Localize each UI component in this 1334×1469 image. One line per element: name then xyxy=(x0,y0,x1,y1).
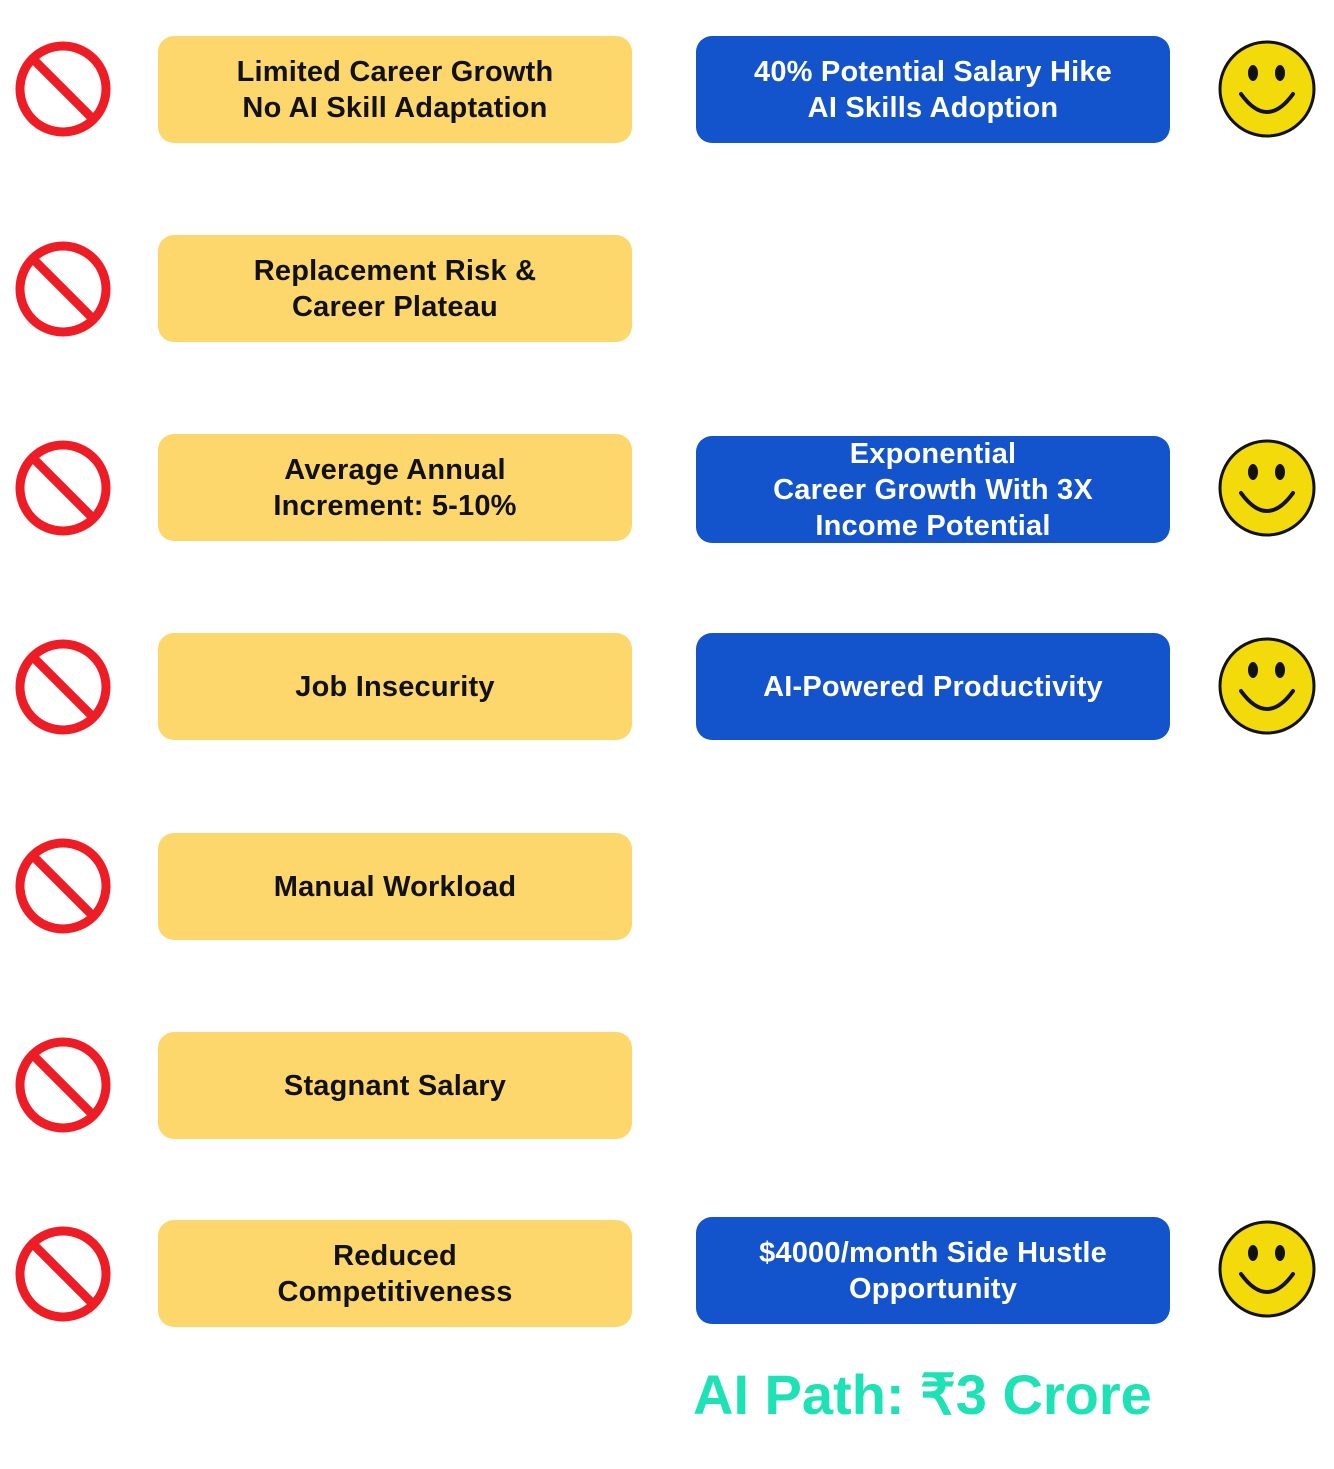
con-line: Reduced xyxy=(333,1239,457,1272)
pro-line: AI-Powered Productivity xyxy=(763,670,1103,703)
con-line: No AI Skill Adaptation xyxy=(242,91,548,124)
pro-line: Exponential xyxy=(849,437,1017,470)
no-entry-icon xyxy=(14,837,112,935)
pro-box-exponential-growth: Exponential Career Growth With 3X Income… xyxy=(696,436,1170,543)
con-box-stagnant-salary: Stagnant Salary xyxy=(158,1032,632,1139)
con-box-job-insecurity: Job Insecurity xyxy=(158,633,632,740)
no-entry-icon xyxy=(14,1036,112,1134)
no-entry-icon xyxy=(14,40,112,138)
no-entry-icon xyxy=(14,240,112,338)
con-box-limited-career-growth: Limited Career Growth No AI Skill Adapta… xyxy=(158,36,632,143)
con-line: Career Plateau xyxy=(292,290,498,323)
con-line: Average Annual xyxy=(284,453,506,486)
pro-box-salary-hike: 40% Potential Salary Hike AI Skills Adop… xyxy=(696,36,1170,143)
con-line: Increment: 5-10% xyxy=(273,489,517,522)
con-box-manual-workload: Manual Workload xyxy=(158,833,632,940)
con-box-reduced-competitiveness: Reduced Competitiveness xyxy=(158,1220,632,1327)
ai-path-total: AI Path: ₹3 Crore xyxy=(693,1363,1152,1426)
con-line: Replacement Risk & xyxy=(253,254,537,287)
pro-box-side-hustle: $4000/month Side Hustle Opportunity xyxy=(696,1217,1170,1324)
pro-line: 40% Potential Salary Hike xyxy=(754,55,1112,88)
pro-box-ai-productivity: AI-Powered Productivity xyxy=(696,633,1170,740)
pro-line: Career Growth With 3X xyxy=(773,473,1093,506)
con-box-replacement-risk: Replacement Risk & Career Plateau xyxy=(158,235,632,342)
pro-line: $4000/month Side Hustle xyxy=(759,1236,1107,1269)
pro-line: AI Skills Adoption xyxy=(807,91,1059,124)
con-line: Job Insecurity xyxy=(295,670,495,703)
pro-line: Income Potential xyxy=(815,509,1051,542)
con-line: Limited Career Growth xyxy=(236,55,554,88)
no-entry-icon xyxy=(14,1225,112,1323)
con-line: Competitiveness xyxy=(277,1275,513,1308)
no-entry-icon xyxy=(14,439,112,537)
no-entry-icon xyxy=(14,638,112,736)
smiley-icon xyxy=(1218,40,1316,138)
con-line: Manual Workload xyxy=(273,870,517,903)
pro-line: Opportunity xyxy=(848,1272,1018,1305)
con-box-average-increment: Average Annual Increment: 5-10% xyxy=(158,434,632,541)
con-line: Stagnant Salary xyxy=(283,1069,507,1102)
smiley-icon xyxy=(1218,439,1316,537)
smiley-icon xyxy=(1218,1220,1316,1318)
smiley-icon xyxy=(1218,637,1316,735)
